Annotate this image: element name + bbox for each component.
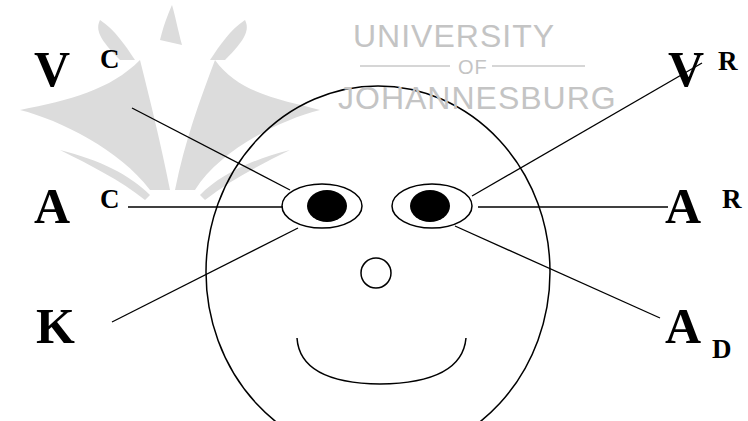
right-pupil xyxy=(410,190,450,222)
subscript: D xyxy=(712,336,732,363)
face-outline xyxy=(206,86,550,421)
watermark-text: JOHANNESBURG xyxy=(338,82,617,114)
right-eye xyxy=(392,184,472,228)
watermark-rule xyxy=(492,65,585,67)
superscript: C xyxy=(100,186,120,213)
left-pupil xyxy=(307,190,347,222)
watermark-text: UNIVERSITY xyxy=(353,20,555,52)
variable-letter: A xyxy=(665,301,701,351)
nose xyxy=(361,258,391,288)
left-eye xyxy=(282,184,362,228)
superscript: C xyxy=(100,46,120,73)
superscript: R xyxy=(718,48,738,75)
superscript: R xyxy=(722,186,742,213)
watermark-logo xyxy=(20,5,320,200)
variable-letter: V xyxy=(34,44,70,94)
variable-letter: A xyxy=(34,181,70,231)
smile xyxy=(297,338,466,384)
variable-letter: A xyxy=(665,181,701,231)
watermark-text: OF xyxy=(458,57,488,77)
watermark-rule xyxy=(360,65,450,67)
variable-letter: K xyxy=(36,301,75,351)
leader-lines xyxy=(112,63,702,322)
variable-letter: V xyxy=(668,44,704,94)
